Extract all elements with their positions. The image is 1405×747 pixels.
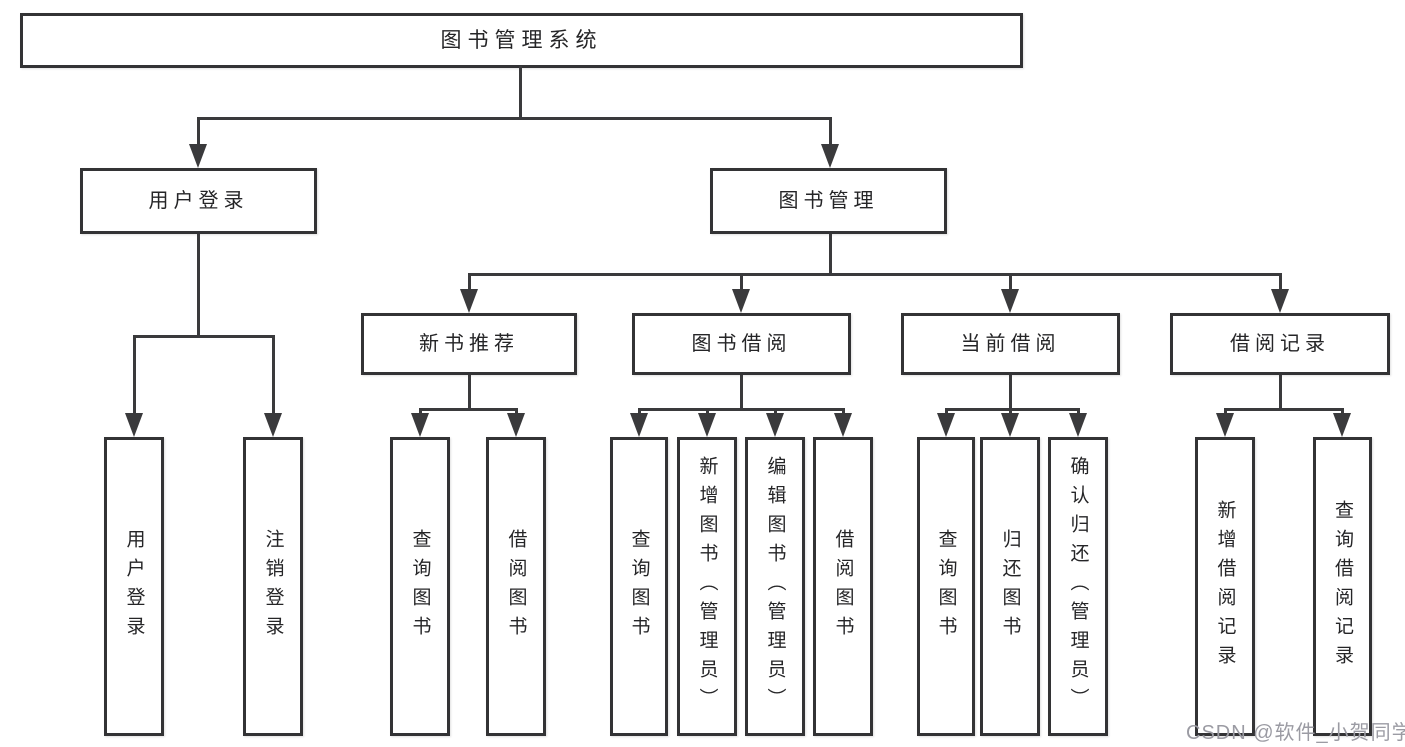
arrowhead-confirm-return [1069, 413, 1087, 437]
leaf-borrow-books-recommend: 借阅图书 [486, 437, 546, 736]
node-book-management: 图书管理 [710, 168, 947, 234]
leaf-query-books-recommend: 查询图书 [390, 437, 450, 736]
leaf-add-books-admin: 新增图书（管理员） [677, 437, 737, 736]
leaf-user-login-label: 用户登录 [123, 528, 145, 645]
connector-to-user-login [197, 117, 200, 147]
node-borrow-records: 借阅记录 [1170, 313, 1390, 375]
arrowhead-leaf-logout [264, 413, 282, 437]
node-borrow-records-label: 借阅记录 [1230, 333, 1330, 355]
connector-to-add-books-admin [706, 408, 709, 416]
leaf-borrow-books-label: 借阅图书 [832, 528, 854, 645]
leaf-return-books-label: 归还图书 [999, 528, 1021, 645]
connector-recommend-branch [419, 408, 518, 411]
node-current-borrow: 当前借阅 [901, 313, 1120, 375]
connector-book-borrow-branch [638, 408, 844, 411]
leaf-query-books-borrow-label: 查询图书 [628, 528, 650, 645]
connector-to-leaf-logout [272, 335, 275, 415]
leaf-add-borrow-record: 新增借阅记录 [1195, 437, 1255, 736]
leaf-query-borrow-record-label: 查询借阅记录 [1332, 499, 1353, 674]
arrowhead-new-book-recommend [460, 289, 478, 313]
leaf-add-books-admin-label: 新增图书（管理员） [696, 456, 718, 717]
arrowhead-query-borrow-record [1333, 413, 1351, 437]
connector-to-add-borrow-record [1224, 408, 1227, 416]
node-book-borrow: 图书借阅 [632, 313, 851, 375]
connector-borrow-records-stem [1279, 375, 1282, 411]
arrowhead-return-books [1001, 413, 1019, 437]
leaf-query-books-current: 查询图书 [917, 437, 975, 736]
connector-to-query-books-current [945, 408, 948, 416]
arrowhead-add-books-admin [698, 413, 716, 437]
leaf-query-borrow-record: 查询借阅记录 [1313, 437, 1372, 736]
connector-to-return-books [1009, 408, 1012, 416]
node-book-borrow-label: 图书借阅 [691, 333, 792, 355]
arrowhead-book-borrow [732, 289, 750, 313]
leaf-edit-books-admin-label: 编辑图书（管理员） [764, 456, 786, 717]
connector-root-stem [519, 66, 522, 120]
node-new-book-recommend-label: 新书推荐 [419, 333, 519, 355]
arrowhead-add-borrow-record [1216, 413, 1234, 437]
connector-to-edit-books-admin [774, 408, 777, 416]
connector-to-borrow-books-recommend [515, 408, 518, 416]
arrowhead-query-books-recommend [411, 413, 429, 437]
leaf-query-books-recommend-label: 查询图书 [409, 528, 431, 645]
connector-to-query-books-borrow [638, 408, 641, 416]
connector-user-login-branch [133, 335, 275, 338]
leaf-return-books: 归还图书 [980, 437, 1040, 736]
leaf-borrow-books: 借阅图书 [813, 437, 873, 736]
connector-to-new-book-recommend [468, 273, 471, 291]
connector-current-borrow-stem [1009, 375, 1012, 411]
leaf-borrow-books-recommend-label: 借阅图书 [505, 528, 527, 645]
leaf-edit-books-admin: 编辑图书（管理员） [745, 437, 805, 736]
connector-root-branch [197, 117, 831, 120]
connector-book-management-branch [468, 273, 1282, 276]
node-user-login: 用户登录 [80, 168, 317, 234]
arrowhead-borrow-books [834, 413, 852, 437]
leaf-confirm-return-admin: 确认归还（管理员） [1048, 437, 1108, 736]
arrowhead-current-borrow [1001, 289, 1019, 313]
connector-borrow-records-branch [1224, 408, 1344, 411]
connector-recommend-stem [468, 375, 471, 411]
connector-to-leaf-user-login [133, 335, 136, 415]
node-current-borrow-label: 当前借阅 [960, 333, 1061, 355]
leaf-user-login: 用户登录 [104, 437, 164, 736]
connector-current-borrow-branch [945, 408, 1079, 411]
arrowhead-user-login [189, 144, 207, 168]
arrowhead-leaf-user-login [125, 413, 143, 437]
node-new-book-recommend: 新书推荐 [361, 313, 577, 375]
leaf-query-books-borrow: 查询图书 [610, 437, 668, 736]
leaf-add-borrow-record-label: 新增借阅记录 [1214, 499, 1236, 674]
connector-to-confirm-return [1077, 408, 1080, 416]
arrowhead-borrow-records [1271, 289, 1289, 313]
arrowhead-edit-books-admin [766, 413, 784, 437]
node-book-management-label: 图书管理 [778, 190, 879, 212]
node-user-login-label: 用户登录 [148, 190, 249, 212]
arrowhead-query-books-borrow [630, 413, 648, 437]
leaf-confirm-return-admin-label: 确认归还（管理员） [1067, 456, 1089, 717]
connector-book-borrow-stem [740, 375, 743, 411]
watermark: CSDN @软件_小贺同学 [1186, 722, 1405, 744]
leaf-logout-label: 注销登录 [262, 528, 284, 645]
connector-to-current-borrow [1009, 273, 1012, 291]
connector-to-query-books-recommend [419, 408, 422, 416]
leaf-query-books-current-label: 查询图书 [935, 528, 957, 645]
connector-to-query-borrow-record [1341, 408, 1344, 416]
connector-book-management-stem [829, 234, 832, 276]
connector-to-book-management [829, 117, 832, 147]
node-root-label: 图书管理系统 [440, 29, 603, 52]
connector-to-borrow-records [1279, 273, 1282, 291]
arrowhead-borrow-books-recommend [507, 413, 525, 437]
connector-to-borrow-books [842, 408, 845, 416]
arrowhead-book-management [821, 144, 839, 168]
leaf-logout: 注销登录 [243, 437, 303, 736]
arrowhead-query-books-current [937, 413, 955, 437]
connector-to-book-borrow [740, 273, 743, 291]
connector-user-login-stem [197, 234, 200, 338]
node-root: 图书管理系统 [20, 13, 1023, 68]
